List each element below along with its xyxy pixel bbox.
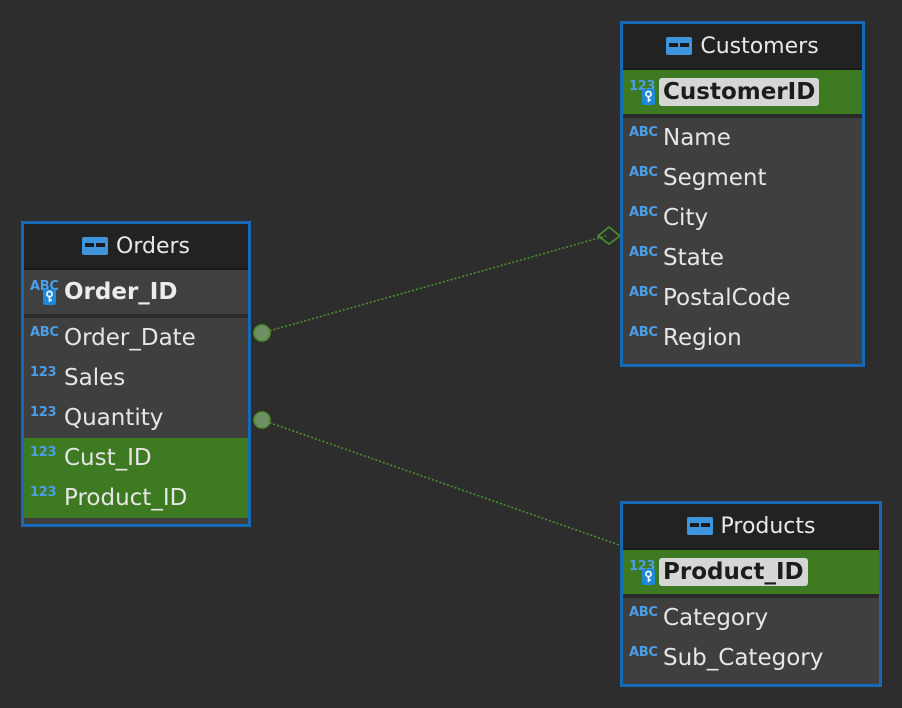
entity-products[interactable]: Products 123 Product_ID ABC Category ABC [620,501,882,687]
column-row[interactable]: ABC Name [623,118,862,158]
key-icon [642,89,655,105]
primary-key-name: Order_ID [64,279,178,305]
entity-orders[interactable]: Orders ABC Order_ID ABC Order_Date 123 [21,221,251,527]
relation-diamond-customers[interactable] [596,225,622,245]
column-name: Quantity [64,405,164,431]
entity-orders-header[interactable]: Orders [24,224,248,270]
key-icon [43,289,56,305]
column-type-badge: 123 [30,405,57,420]
column-name: City [663,205,709,231]
column-type-badge: ABC [629,645,658,660]
primary-key-name: Product_ID [659,558,808,586]
primary-key-row[interactable]: ABC Order_ID [24,270,248,318]
column-row[interactable]: 123 Sales [24,358,248,398]
column-row[interactable]: ABC PostalCode [623,278,862,318]
key-icon [642,569,655,585]
relation-endpoint-orders-customers[interactable] [253,324,271,342]
foreign-key-row[interactable]: 123 Cust_ID [24,438,248,478]
column-type-badge: 123 [623,79,663,105]
entity-products-header[interactable]: Products [623,504,879,550]
entity-customers[interactable]: Customers 123 CustomerID ABC Name ABC S [620,21,865,367]
column-name: Order_Date [64,325,196,351]
table-icon [666,37,693,55]
column-type-badge: 123 [30,485,57,500]
entity-title: Orders [116,233,190,259]
column-type-badge: 123 [30,445,57,460]
column-name: State [663,245,724,271]
relation-line-orders-products[interactable] [261,419,623,547]
column-type-badge: ABC [629,605,658,620]
primary-key-row[interactable]: 123 Product_ID [623,550,879,598]
column-type-badge: ABC [629,325,658,340]
column-row[interactable]: 123 Quantity [24,398,248,438]
column-name: Category [663,605,769,631]
column-type-badge: ABC [24,279,64,305]
table-icon [686,517,713,535]
primary-key-name: CustomerID [659,78,820,106]
table-icon [82,237,108,255]
column-name: PostalCode [663,285,791,311]
entity-title: Products [720,513,816,539]
column-name: Product_ID [64,485,188,511]
foreign-key-row[interactable]: 123 Product_ID [24,478,248,518]
column-type-badge: ABC [629,165,658,180]
column-type-badge: ABC [30,325,59,340]
relation-line-orders-customers[interactable] [261,235,607,334]
column-row[interactable]: ABC Order_Date [24,318,248,358]
entity-title: Customers [700,33,819,59]
column-row[interactable]: ABC Segment [623,158,862,198]
column-type-badge: ABC [629,285,658,300]
column-name: Cust_ID [64,445,152,471]
entity-customers-header[interactable]: Customers [623,24,862,70]
column-type-badge: 123 [30,365,57,380]
column-type-badge: 123 [623,559,663,585]
column-row[interactable]: ABC Sub_Category [623,638,879,678]
column-row[interactable]: ABC Region [623,318,862,358]
column-name: Sales [64,365,126,391]
column-row[interactable]: ABC Category [623,598,879,638]
column-name: Segment [663,165,767,191]
column-type-badge: ABC [629,125,658,140]
relation-endpoint-orders-products[interactable] [253,411,271,429]
column-name: Name [663,125,731,151]
primary-key-row[interactable]: 123 CustomerID [623,70,862,118]
column-name: Sub_Category [663,645,824,671]
column-type-badge: ABC [629,205,658,220]
column-type-badge: ABC [629,245,658,260]
column-row[interactable]: ABC City [623,198,862,238]
column-row[interactable]: ABC State [623,238,862,278]
column-name: Region [663,325,742,351]
